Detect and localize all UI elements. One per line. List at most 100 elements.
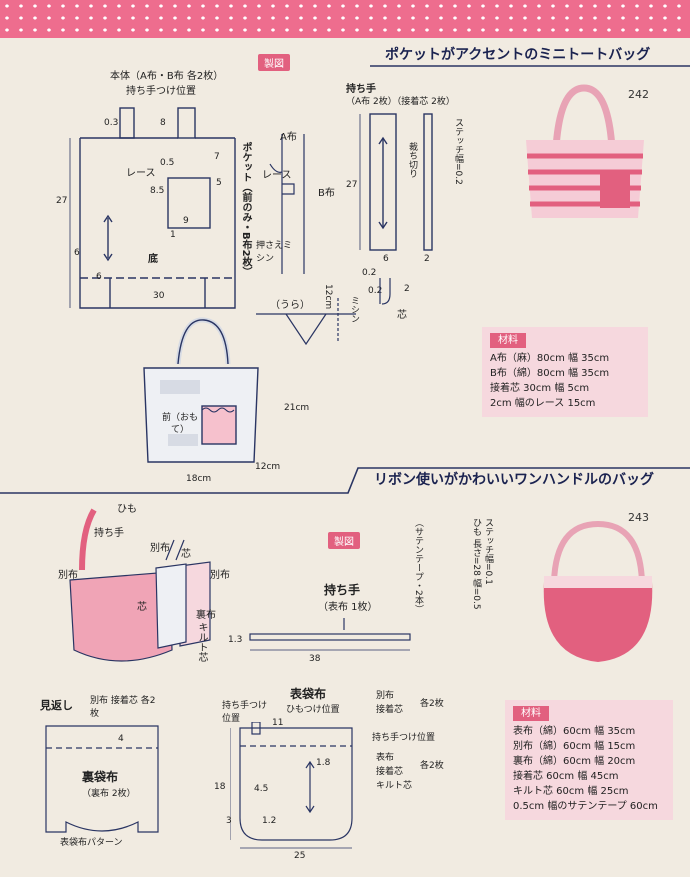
exp-mochite: 持ち手 (94, 528, 124, 539)
right-kaku2b: 各2枚 (420, 761, 444, 771)
exp-quilt: キルト芯 (196, 622, 207, 662)
dim-8: 8 (160, 118, 166, 128)
cut-label: 裁ち切り (407, 142, 417, 178)
material-item: 別布（綿）60cm 幅 15cm (513, 741, 636, 752)
material-item: B布（綿）80cm 幅 35cm (490, 368, 610, 379)
dim-30: 30 (153, 291, 165, 301)
handle-dim-0-2b: 0.2 (368, 286, 383, 296)
material-item: 裏布（綿）60cm 幅 20cm (513, 756, 636, 767)
omote-dim-3: 3 (226, 816, 232, 826)
right-kaku2: 各2枚 (420, 699, 444, 709)
pocket-label: ポケット（前のみ・B布2枚） (240, 142, 251, 277)
section1-materials-header: 材料 (490, 333, 526, 348)
material-item: 0.5cm 幅のサテンテープ 60cm (513, 801, 658, 812)
satin-note: （サテンテープ・2本） (413, 518, 423, 614)
dim-6b: 6 (96, 272, 102, 282)
right-secchaku: 接着芯 (376, 705, 404, 715)
right-handle-pos: 持ち手つけ位置 (372, 733, 436, 743)
section2-page-number: 243 (628, 511, 649, 524)
exp-betsunu2: 別布 (58, 570, 78, 581)
body-label: 本体（A布・B布 各2枚） (110, 71, 224, 82)
material-item: 表布（綿）60cm 幅 35cm (513, 726, 636, 737)
urabukuro-label: 裏袋布 (82, 770, 119, 784)
right-betsunu: 別布 (376, 691, 395, 701)
material-item: 接着芯 60cm 幅 45cm (513, 771, 619, 782)
mikaeshi-label: 見返し (40, 699, 73, 712)
body-pattern-drawing (69, 107, 236, 309)
omote-himo-pos: ひもつけ位置 (286, 705, 340, 715)
outer-bag-pattern-drawing (230, 722, 353, 849)
material-item: 2cm 幅のレース 15cm (490, 398, 596, 409)
dim-27: 27 (56, 196, 68, 206)
omote-dim-1-8: 1.8 (316, 758, 331, 768)
handle2-drawing (249, 618, 411, 651)
handle2-dim-w: 38 (309, 654, 321, 664)
handle-fold-detail (379, 278, 391, 305)
bag-dim-width: 18cm (186, 474, 212, 484)
ura-label: （うら） (270, 300, 310, 311)
mikaeshi-sub: 別布 接着芯 各2枚 (90, 696, 156, 719)
omote-title: 表袋布 (290, 687, 327, 701)
omote-dim-11: 11 (272, 718, 284, 728)
omote-dim-18: 18 (214, 782, 226, 792)
exploded-bag-drawing (69, 508, 211, 662)
dim-8-5: 8.5 (150, 186, 165, 196)
dim-7: 7 (214, 152, 220, 162)
pocket-b-fabric: B布 (318, 188, 335, 199)
exp-himo: ひも (117, 504, 137, 515)
ribbon-stitch-note: ステッチ幅=0.1 (483, 518, 493, 585)
dim-9: 9 (183, 216, 189, 226)
handle2-title: 持ち手 (324, 583, 361, 597)
exp-urafu: 裏布 (196, 610, 216, 621)
dim-6a: 6 (74, 248, 80, 258)
tote-illustration (143, 317, 259, 463)
handle-label: 持ち手 (346, 84, 376, 95)
handle2-dim-h: 1.3 (228, 635, 243, 645)
section2-divider (0, 467, 690, 494)
exp-shin2: 芯 (137, 602, 147, 613)
exp-shin: 芯 (181, 549, 191, 560)
exp-betsunu: 別布 (150, 543, 170, 554)
pattern-page: ポケットがアクセントのミニトートバッグ 製図 242 本体（A布・B布 各2枚）… (0, 38, 690, 877)
pocket-lace: レース (262, 170, 292, 181)
header-dot-band (0, 0, 690, 38)
dim-0-3: 0.3 (104, 118, 119, 128)
material-item: キルト芯 60cm 幅 25cm (513, 786, 629, 797)
gusset-drawing (256, 298, 356, 346)
omote-dim-25: 25 (294, 851, 306, 861)
pink-one-handle-bag-image (543, 520, 653, 662)
section2-materials-header: 材料 (513, 706, 549, 721)
section2-materials: 材料 表布（綿）60cm 幅 35cm 別布（綿）60cm 幅 15cm 裏布（… (505, 700, 673, 820)
section1-title: ポケットがアクセントのミニトートバッグ (385, 47, 651, 63)
omote-dim-1-2: 1.2 (262, 816, 277, 826)
ribbon-note: ひも 長さ=28 幅=0.5 (471, 518, 481, 610)
handle-dim-6: 6 (383, 254, 389, 264)
lining-pattern-drawing (45, 725, 159, 833)
handle-dim-0-2a: 0.2 (362, 268, 377, 278)
mikaeshi-dim: 4 (118, 734, 124, 744)
lace-label: レース (126, 168, 156, 179)
handle2-sub: （表布 1枚） (318, 602, 378, 613)
dim-5: 5 (216, 178, 222, 188)
material-item: A布（麻）80cm 幅 35cm (490, 353, 610, 364)
omote-dim-4-5: 4.5 (254, 784, 269, 794)
urabukuro-sub: （裏布 2枚） (82, 789, 136, 799)
core-label: 芯 (397, 310, 407, 321)
section1-page-number: 242 (628, 88, 649, 101)
dim-12cm: 12cm (323, 284, 333, 310)
handle-pattern-drawing (359, 113, 433, 251)
handle-position-label: 持ち手つけ位置 (126, 86, 196, 97)
right-quilt: キルト芯 (376, 781, 413, 791)
section1-draft-tag: 製図 (258, 54, 290, 71)
handle-dim-2b: 2 (404, 284, 410, 294)
dim-0-5: 0.5 (160, 158, 175, 168)
pattern-label: 表袋布パターン (60, 838, 123, 848)
dim-1: 1 (170, 230, 176, 240)
material-item: 接着芯 30cm 幅 5cm (490, 383, 590, 394)
gusset-mishin: ミシン (349, 296, 359, 323)
exp-betsunu3: 別布 (210, 570, 230, 581)
bag-dim-depth: 12cm (255, 462, 281, 472)
section1-title-rule (370, 65, 690, 67)
right-omote: 表布 (376, 753, 395, 763)
pocket-a-fabric: A布 (280, 132, 297, 143)
